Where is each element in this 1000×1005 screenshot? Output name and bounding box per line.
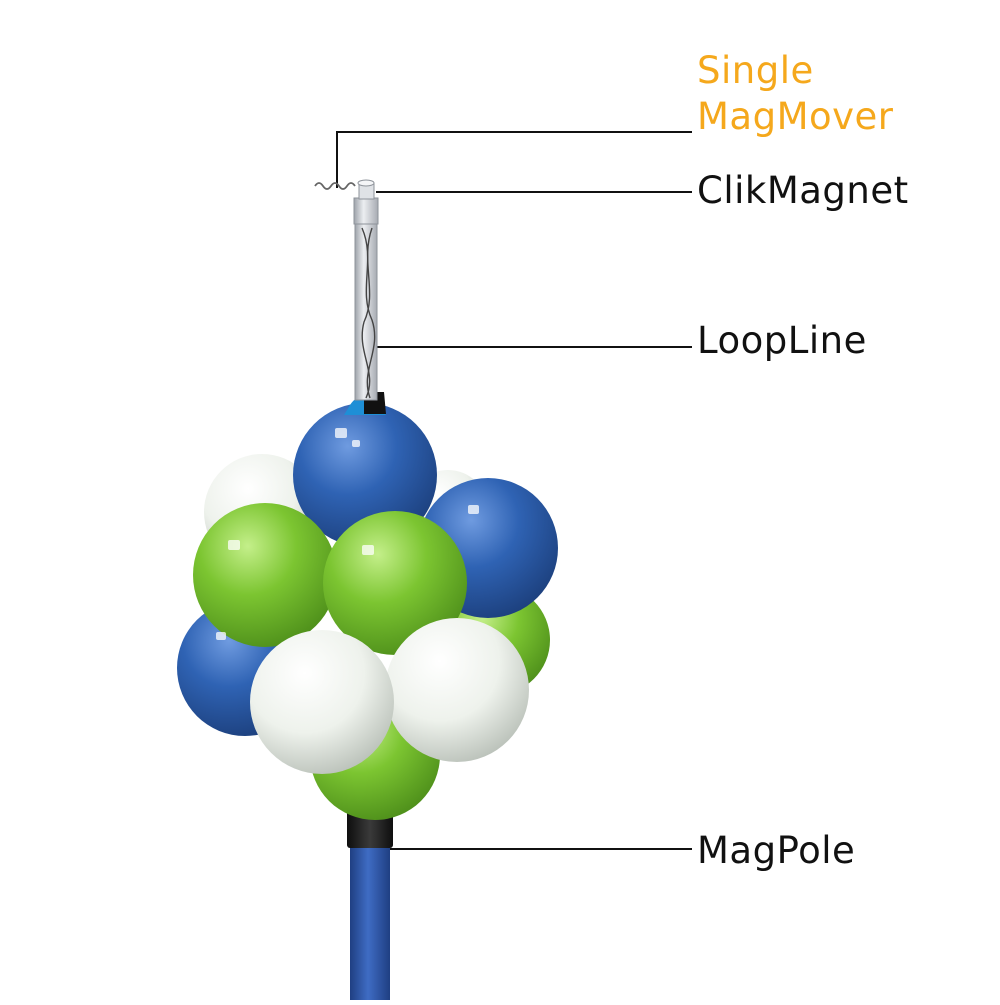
label-single-magmover: Single MagMover [697, 48, 894, 140]
balloon-sphere-icon [193, 503, 337, 647]
loopline-tube-graphic [344, 221, 386, 415]
label-single-line1: Single [697, 49, 814, 92]
leader-lines [336, 131, 692, 850]
clikmagnet-cap-graphic [353, 179, 379, 225]
label-loopline: LoopLine [697, 319, 867, 362]
balloon-cluster [177, 403, 558, 820]
label-clikmagnet: ClikMagnet [697, 169, 909, 212]
balloon-sphere-icon [385, 618, 529, 762]
curly-ribbon-icon [314, 182, 356, 190]
balloon-sphere-icon [323, 511, 467, 655]
leader-line-single-magmover [336, 131, 692, 188]
balloon-sphere-icon [250, 630, 394, 774]
label-magpole: MagPole [697, 829, 856, 872]
magpole-graphic [347, 800, 393, 1000]
balloon-sphere-icon [293, 403, 437, 547]
label-single-line2: MagMover [697, 95, 894, 138]
